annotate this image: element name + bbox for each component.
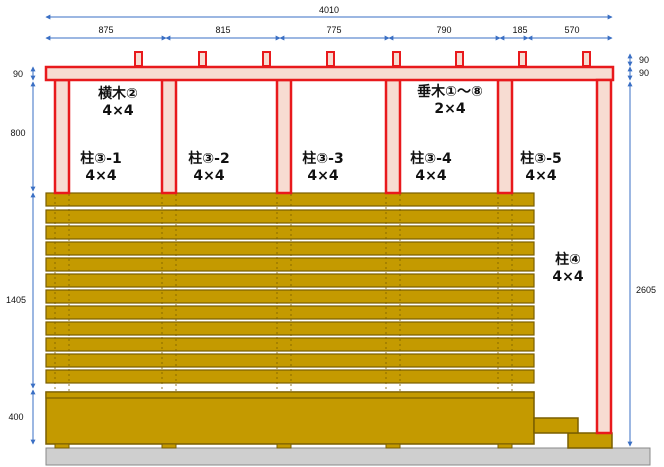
dimension-lines [30,14,633,447]
post-3-4-name: 柱③-4 [410,151,452,167]
fence-slat-10 [45,337,535,352]
rafters-label-size: 2×4 [434,101,466,117]
beam-label-name: 横木② [98,86,138,102]
dim-fence: 1405 [6,295,26,305]
rafter-end-5 [392,51,401,67]
dim-span-3: 775 [326,25,341,35]
post-3-2-size: 4×4 [193,168,225,184]
rafters-label: 垂木①～⑧ 2×4 [402,84,498,118]
posts-upper [53,78,514,195]
dim-total-width: 4010 [319,5,339,15]
post-3-4-size: 4×4 [415,168,447,184]
corner-post-name: 柱④ [555,252,581,268]
base-top-rail [45,391,535,399]
post-3-3-size: 4×4 [307,168,339,184]
dim-beam-right-bottom: 90 [639,68,649,78]
post-3-1-label: 柱③-1 4×4 [70,151,132,185]
post-3-4-label: 柱③-4 4×4 [400,151,462,185]
rafter-end-7 [518,51,527,67]
post-3-3-label: 柱③-3 4×4 [292,151,354,185]
fence-slat-8 [45,305,535,320]
post-foot-5 [497,443,513,449]
corner-post-4 [595,78,613,435]
post-3-3 [275,78,293,195]
top-beam [44,65,615,82]
post-3-1-name: 柱③-1 [80,151,122,167]
post-3-5-size: 4×4 [525,168,557,184]
rafter-ends [134,51,591,67]
post-bases [54,443,513,449]
fence-slats [45,192,535,393]
step-upper [533,417,579,434]
post-3-3-name: 柱③-3 [302,151,344,167]
rafter-end-2 [198,51,207,67]
post-3-4 [384,78,402,195]
post-foot-4 [385,443,401,449]
rafter-end-4 [326,51,335,67]
post-3-2 [160,78,178,195]
post-3-1 [53,78,71,195]
post-3-2-label: 柱③-2 4×4 [178,151,240,185]
dim-span-6: 570 [564,25,579,35]
post-foot-3 [276,443,292,449]
dim-beam-right-top: 90 [639,55,649,65]
dim-span-1: 875 [98,25,113,35]
post-foot-2 [161,443,177,449]
beam-label-size: 4×4 [102,103,134,119]
corner-post-label: 柱④ 4×4 [546,252,590,286]
dim-span-4: 790 [436,25,451,35]
step-lower [567,432,613,449]
dim-span-2: 815 [215,25,230,35]
dim-total-height: 2605 [636,285,656,295]
dim-beam-left: 90 [13,69,23,79]
fence-slat-12 [45,369,535,384]
rafter-end-3 [262,51,271,67]
fence-slat-7 [45,289,535,304]
post-3-5-name: 柱③-5 [520,151,562,167]
fence-slat-4 [45,241,535,256]
rafter-end-1 [134,51,143,67]
ground-slab [45,447,651,466]
post-foot-1 [54,443,70,449]
corner-post-size: 4×4 [552,269,584,285]
dim-post-upper: 800 [10,128,25,138]
rafters-label-name: 垂木①～⑧ [417,84,483,100]
rafter-end-8 [582,51,591,67]
fence-slat-9 [45,321,535,336]
fence-slat-3 [45,225,535,240]
fence-slat-2 [45,209,535,224]
post-3-2-name: 柱③-2 [188,151,230,167]
rafter-end-6 [455,51,464,67]
post-3-5-label: 柱③-5 4×4 [510,151,572,185]
fence-slat-5 [45,257,535,272]
fence-base-block [45,391,535,445]
dim-span-5: 185 [512,25,527,35]
fence-slat-1 [45,192,535,207]
fence-slat-11 [45,353,535,368]
post-3-1-size: 4×4 [85,168,117,184]
fence-slat-6 [45,273,535,288]
dim-base: 400 [8,412,23,422]
beam-label: 横木② 4×4 [82,86,154,120]
